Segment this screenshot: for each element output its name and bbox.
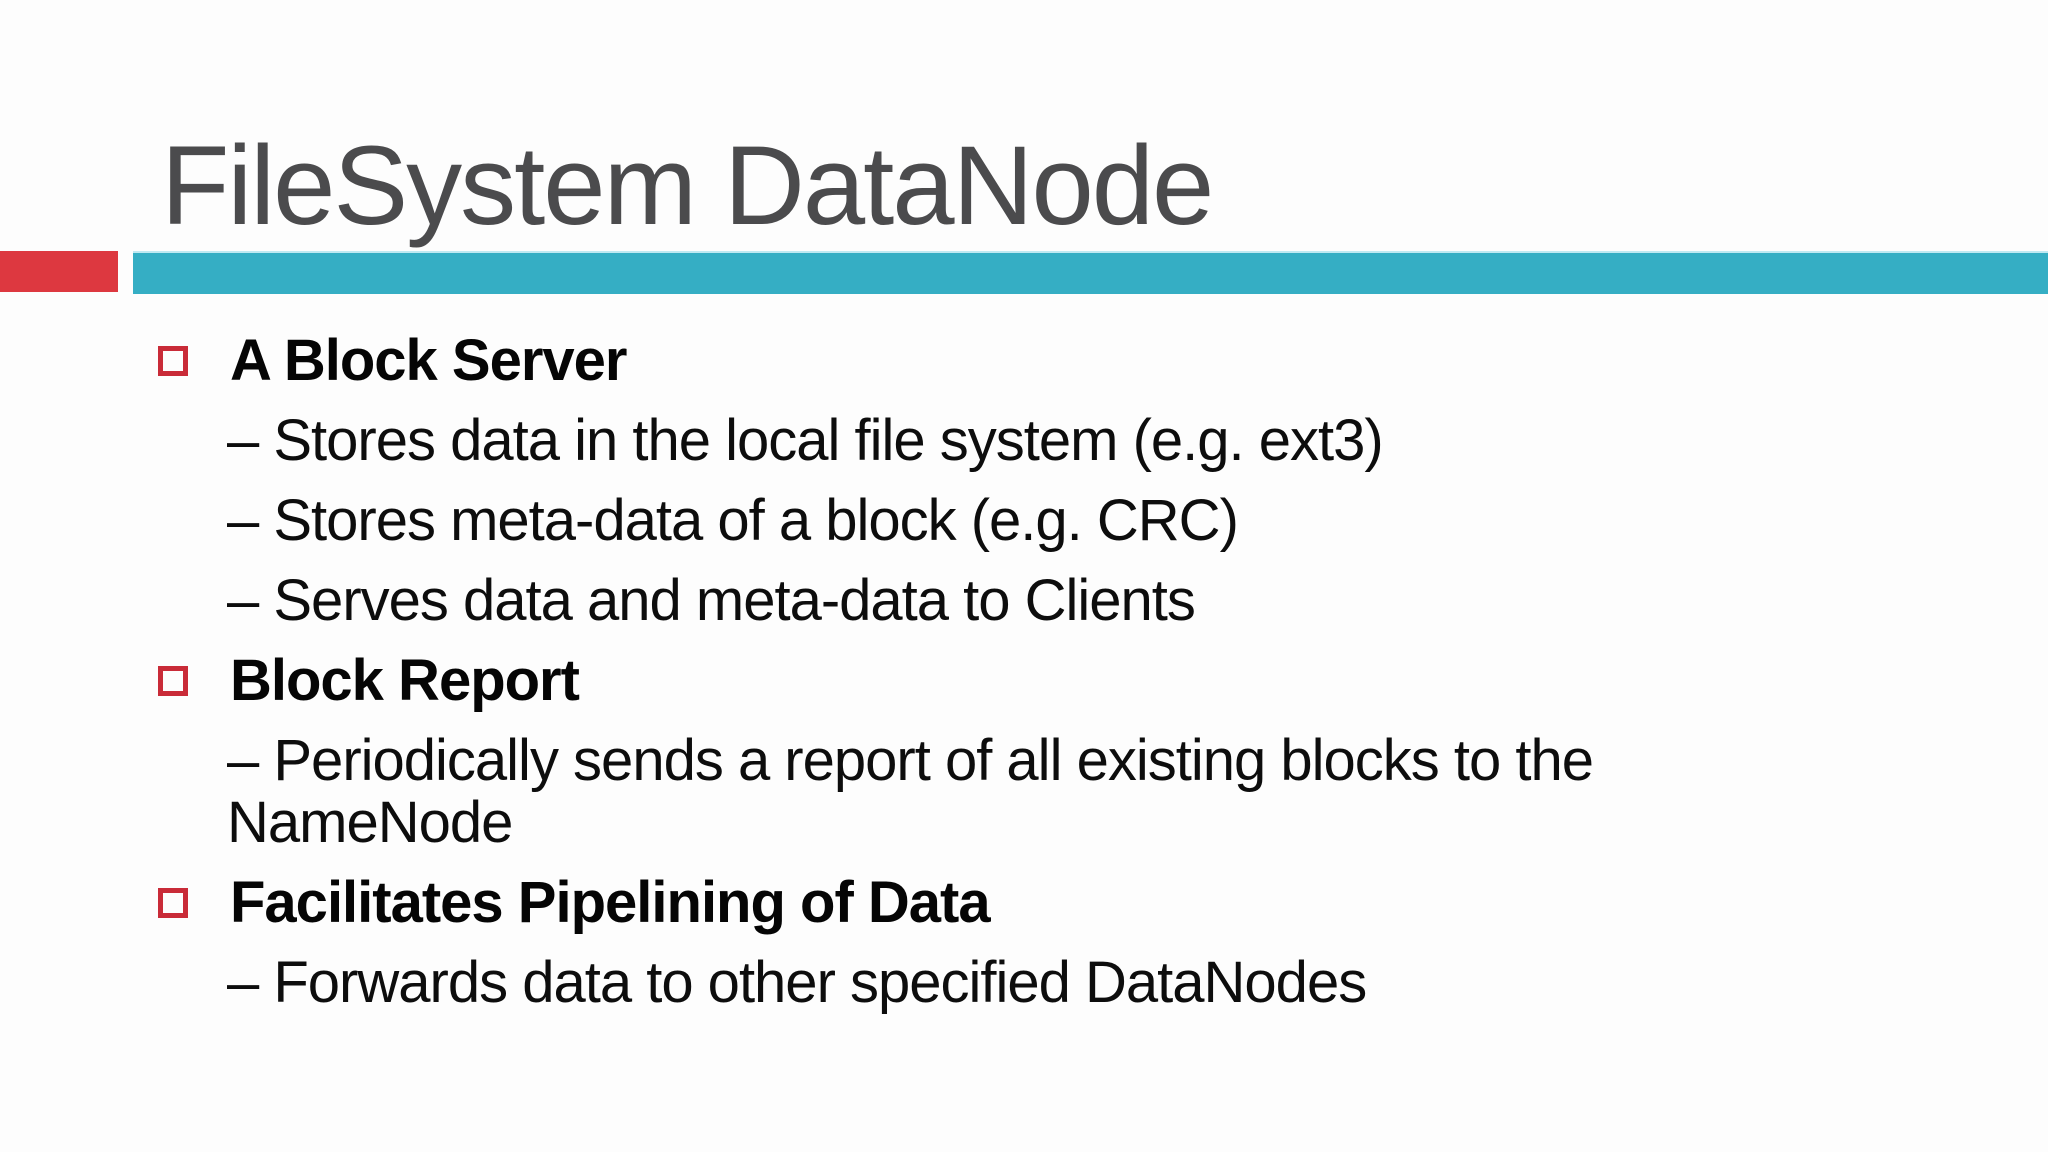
list-item: A Block Server	[158, 330, 1928, 392]
teal-accent-bar	[133, 251, 2048, 294]
sub-item: – Serves data and meta-data to Clients	[158, 570, 1928, 632]
list-item: Block Report	[158, 650, 1928, 712]
sub-item-text-wrapped: NameNode	[227, 790, 513, 855]
section-title: Block Report	[230, 648, 580, 713]
section-title: Facilitates Pipelining of Data	[230, 870, 991, 935]
page-title: FileSystem DataNode	[161, 123, 1214, 248]
red-outline-square-icon	[158, 346, 188, 376]
red-outline-square-icon	[158, 888, 188, 918]
sub-item-text: – Stores data in the local file system (…	[227, 408, 1384, 473]
sub-item: – Stores data in the local file system (…	[158, 410, 1928, 472]
red-accent-bar	[0, 251, 118, 292]
sub-item-text: – Periodically sends a report of all exi…	[227, 728, 1594, 793]
sub-item-text: – Forwards data to other specified DataN…	[227, 950, 1367, 1015]
red-outline-square-icon	[158, 666, 188, 696]
sub-item: – Periodically sends a report of all exi…	[158, 730, 1928, 854]
sub-item-text: – Serves data and meta-data to Clients	[227, 568, 1196, 633]
sub-item: – Forwards data to other specified DataN…	[158, 952, 1928, 1014]
sub-item-text: – Stores meta-data of a block (e.g. CRC)	[227, 488, 1239, 553]
list-item: Facilitates Pipelining of Data	[158, 872, 1928, 934]
sub-item: – Stores meta-data of a block (e.g. CRC)	[158, 490, 1928, 552]
section-title: A Block Server	[230, 328, 628, 393]
bullet-list: A Block Server – Stores data in the loca…	[158, 330, 1928, 1032]
